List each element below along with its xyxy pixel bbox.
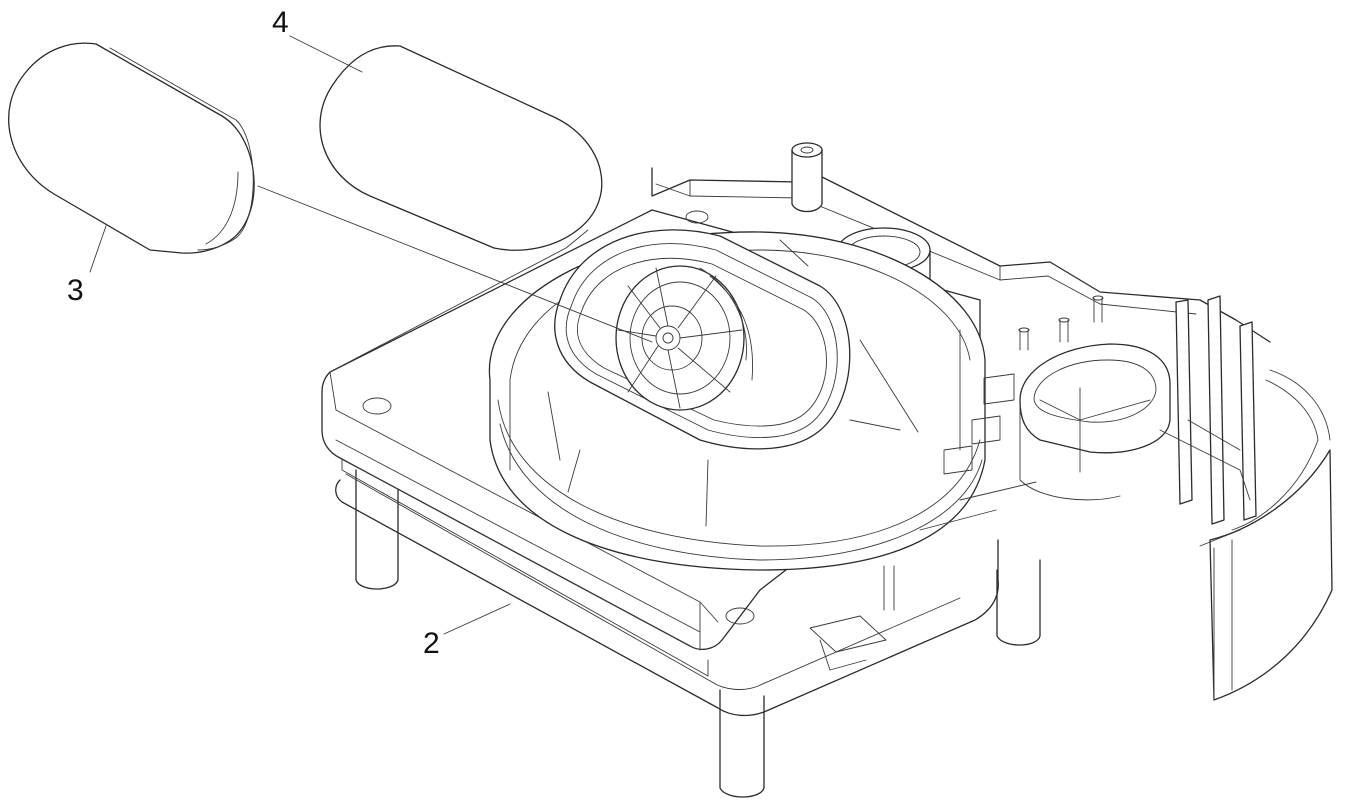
leader-lines	[89, 35, 653, 635]
leader-line-4	[289, 35, 363, 73]
label-part-2: 2	[423, 627, 440, 660]
label-part-3: 3	[67, 274, 84, 307]
inlet-with-fan-grille	[554, 229, 851, 450]
pins-and-clips	[809, 295, 1104, 671]
vertical-ribs	[1159, 295, 1257, 547]
fan-grille	[615, 265, 754, 411]
leader-line-filter4-to-inlet	[329, 229, 589, 373]
filter-part-4	[319, 45, 603, 251]
leader-line-3	[89, 225, 107, 273]
label-part-4: 4	[272, 6, 289, 39]
outlet-duct	[1019, 343, 1171, 501]
leader-line-filter-to-inlet	[257, 185, 653, 343]
filter-part-3	[8, 42, 255, 254]
leader-line-2	[443, 603, 511, 635]
